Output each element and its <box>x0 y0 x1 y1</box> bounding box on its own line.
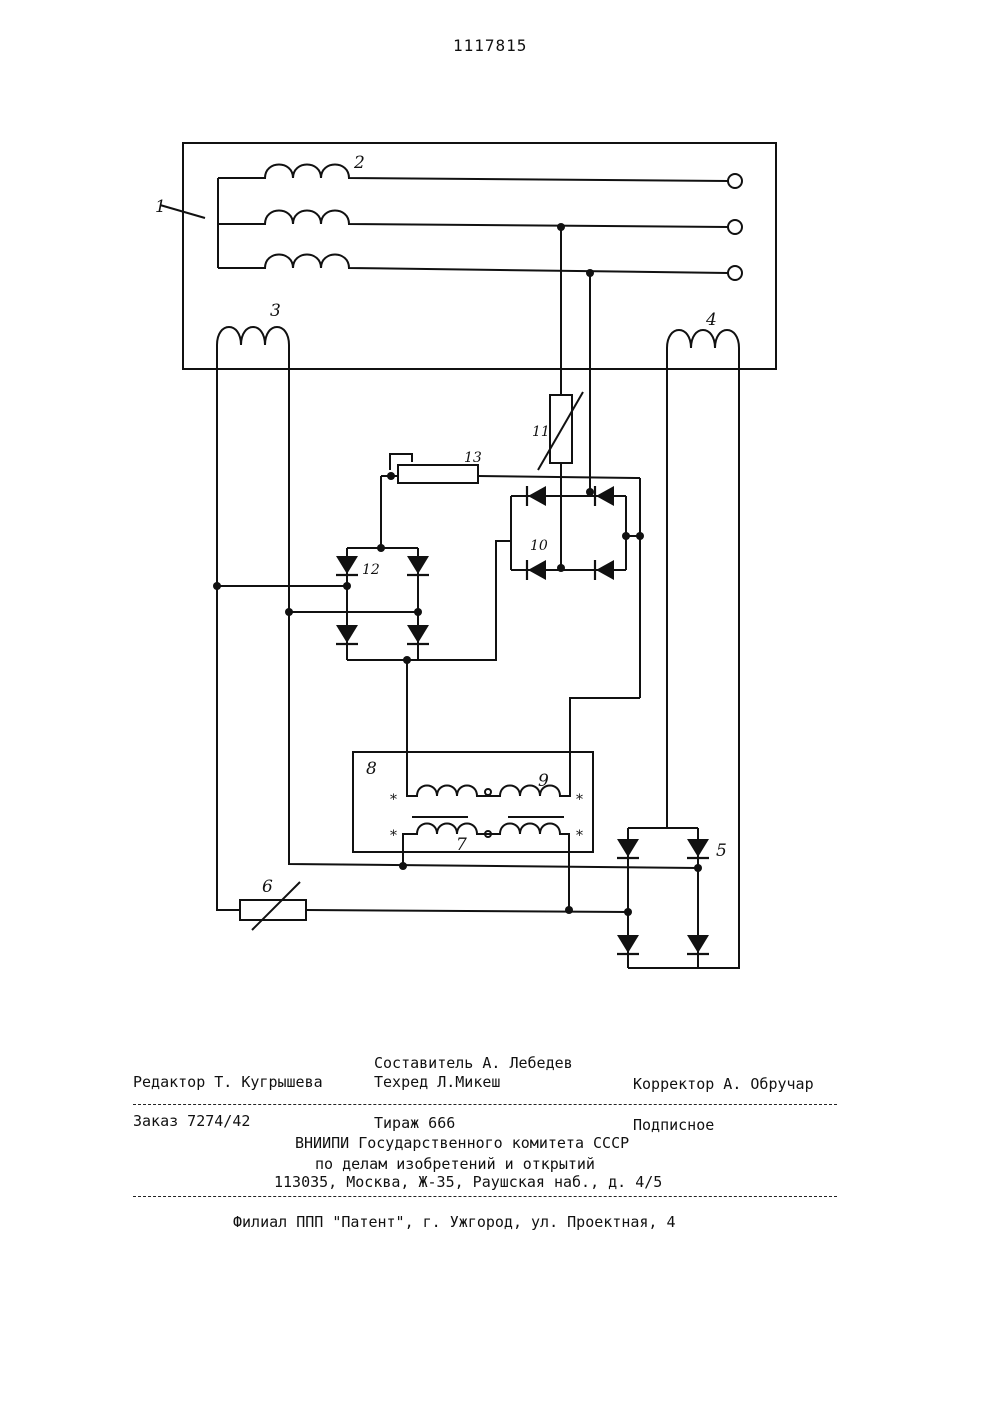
polarity-mark: * <box>390 828 397 844</box>
order-line: Заказ 7274/42 <box>133 1112 250 1130</box>
editor-line: Редактор Т. Кугрышева <box>133 1073 323 1091</box>
org-line-2: по делам изобретений и открытий <box>315 1155 595 1173</box>
circuit-diagram: 1 2 3 4 5 6 7 8 9 10 11 12 13 * * * * <box>0 0 1000 1020</box>
rectifier-5-diodes <box>617 839 709 954</box>
label-9: 9 <box>538 771 549 791</box>
address-line: 113035, Москва, Ж-35, Раушская наб., д. … <box>274 1173 662 1191</box>
polarity-mark: * <box>390 792 397 808</box>
label-2: 2 <box>353 153 365 173</box>
label-11: 11 <box>532 424 550 440</box>
corrector-line: Корректор А. Обручар <box>633 1075 814 1093</box>
label-10: 10 <box>530 538 548 554</box>
label-13: 13 <box>464 450 482 466</box>
label-4: 4 <box>705 310 717 330</box>
branch-line: Филиал ППП "Патент", г. Ужгород, ул. Про… <box>233 1213 676 1231</box>
label-1: 1 <box>155 197 166 217</box>
org-line-1: ВНИИПИ Государственного комитета СССР <box>295 1134 629 1152</box>
dashed-rule <box>133 1196 837 1197</box>
polarity-mark: * <box>576 828 583 844</box>
dashed-rule <box>133 1104 837 1105</box>
label-3: 3 <box>270 301 281 321</box>
polarity-mark: * <box>576 792 583 808</box>
junction-dots <box>213 223 702 916</box>
subscription-line: Подписное <box>633 1116 714 1134</box>
label-7: 7 <box>456 835 467 855</box>
techred-line: Техред Л.Микеш <box>374 1073 500 1091</box>
compiler-line: Составитель А. Лебедев <box>374 1054 573 1072</box>
label-6: 6 <box>262 877 273 897</box>
rectifier-10-diodes <box>527 486 614 580</box>
circulation-line: Тираж 666 <box>374 1114 455 1132</box>
rectifier-12-diodes <box>336 556 429 644</box>
label-8: 8 <box>366 759 377 779</box>
label-12: 12 <box>362 562 380 578</box>
label-5: 5 <box>716 841 727 861</box>
